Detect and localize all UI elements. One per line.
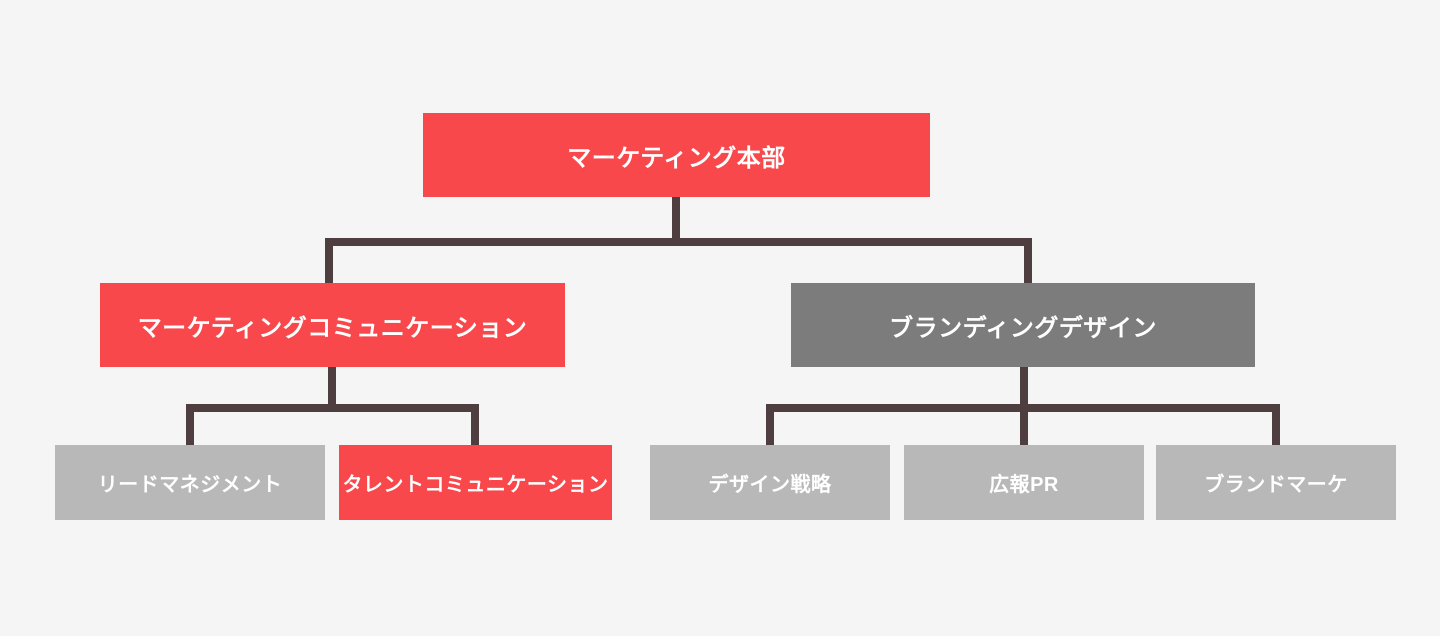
connector-marcom-horizontal: [186, 404, 479, 412]
org-node-branding-design: ブランディングデザイン: [791, 283, 1255, 367]
connector-drop-lead-management: [186, 404, 194, 445]
org-node-brand-marketing: ブランドマーケ: [1156, 445, 1396, 520]
connector-marcom-stub: [328, 367, 336, 412]
org-node-marketing-communication: マーケティングコミュニケーション: [100, 283, 565, 367]
connector-level2-horizontal: [325, 238, 1032, 246]
org-node-lead-management: リードマネジメント: [55, 445, 325, 520]
org-node-talent-communication: タレントコミュニケーション: [339, 445, 612, 520]
connector-drop-brand-marketing: [1272, 404, 1280, 445]
org-node-design-strategy: デザイン戦略: [650, 445, 890, 520]
connector-root-stub: [672, 197, 680, 246]
connector-drop-talent-communication: [471, 404, 479, 445]
org-node-marketing-hq: マーケティング本部: [423, 113, 930, 197]
connector-drop-branding-design: [1024, 238, 1032, 283]
org-node-pr: 広報PR: [904, 445, 1144, 520]
connector-drop-design-strategy: [766, 404, 774, 445]
connector-drop-marketing-communication: [325, 238, 333, 283]
connector-branding-horizontal: [766, 404, 1280, 412]
